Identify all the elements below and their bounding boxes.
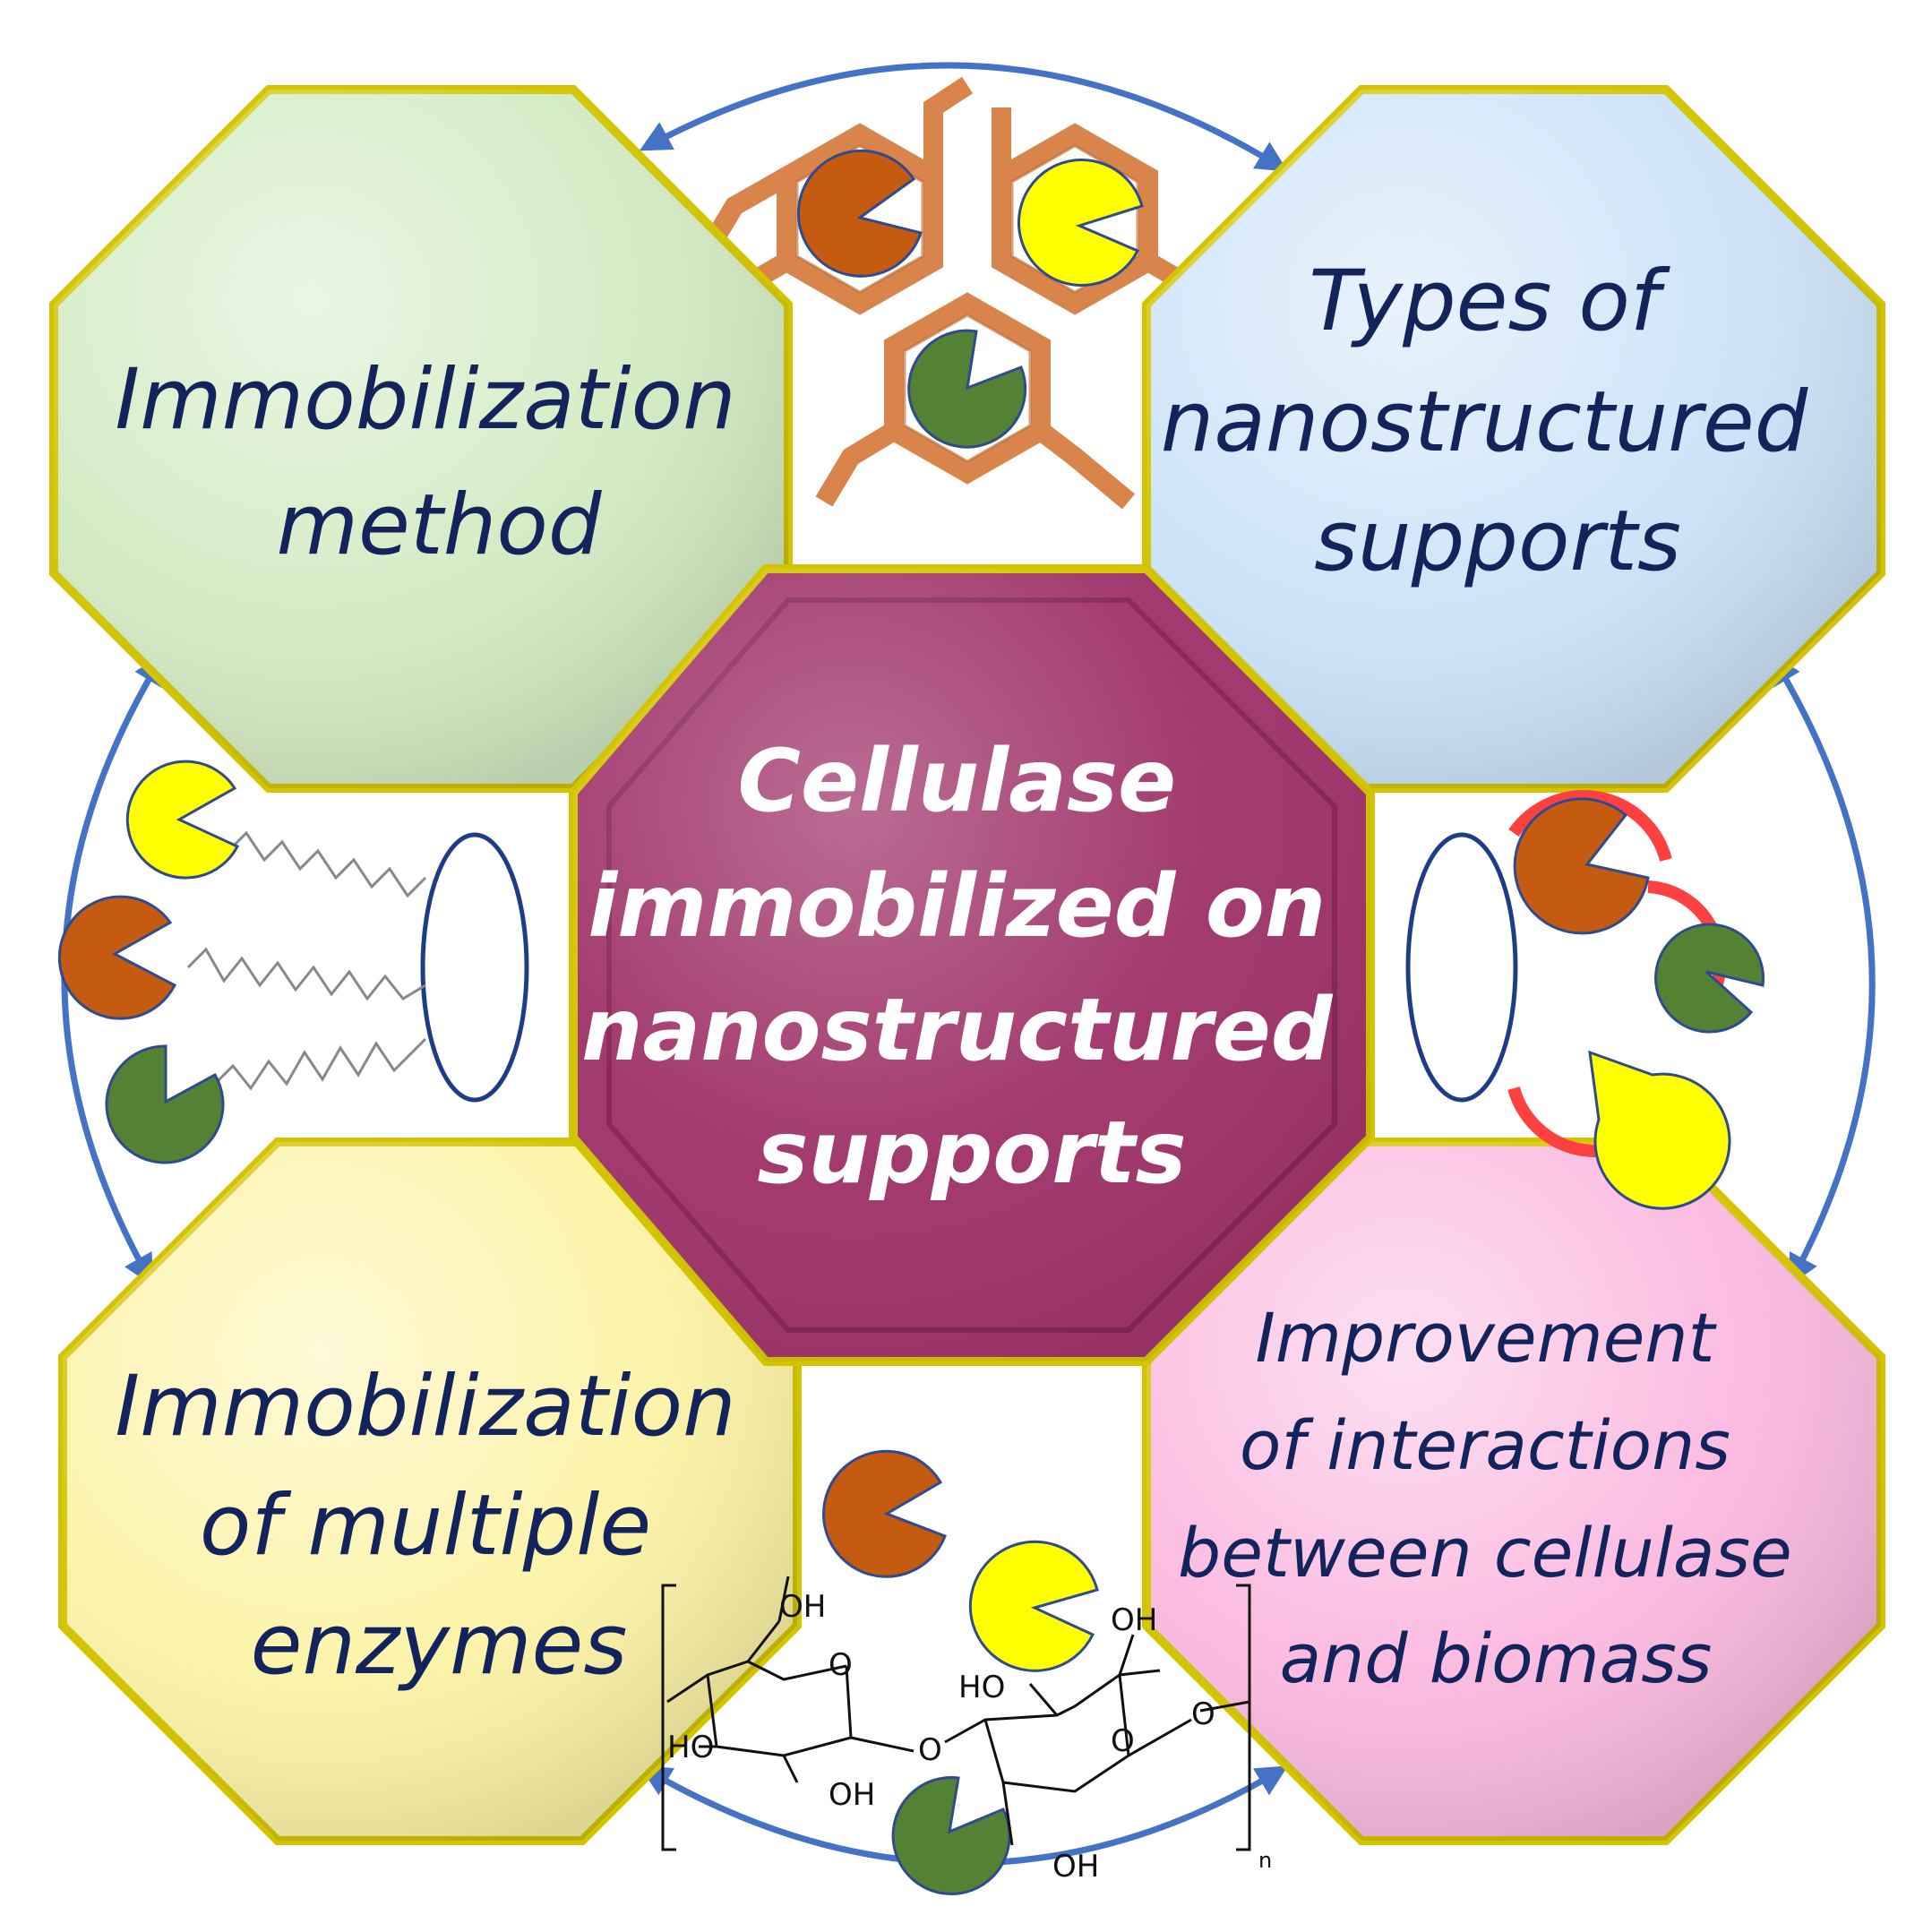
bound-enzyme-yellow-icon	[1588, 1050, 1731, 1210]
tethered-enzymes-illustration	[57, 760, 529, 1164]
center-label-line4: supports	[757, 1103, 1186, 1203]
svg-text:Immobilization of multip: Immobilization of multiple enzymes	[115, 1358, 762, 1694]
interaction-arc-top	[1508, 790, 1672, 862]
label-types-line1: Types of	[1309, 253, 1670, 350]
bound-enzyme-orange-icon	[1513, 797, 1650, 935]
octagon-improvement-interactions: Improvement of interactions between cell…	[1142, 1138, 1885, 1845]
label-multiple-line2: of multiple	[200, 1477, 651, 1575]
chem-oh-top-right: OH	[1111, 1602, 1157, 1638]
chem-ring-o-2: O	[1111, 1723, 1135, 1759]
center-label-line3: nanostructured	[581, 980, 1334, 1080]
free-enzymes	[822, 1449, 1099, 1896]
octagon-multiple-enzymes: Immobilization of multiple enzymes	[58, 1138, 802, 1845]
chem-oh-ch2: OH	[1052, 1849, 1099, 1885]
chem-bridge-o: O	[918, 1732, 942, 1768]
label-multiple-line1: Immobilization	[115, 1358, 735, 1455]
chem-ring-o-1: O	[829, 1647, 853, 1683]
label-immobilization-method-line1: Immobilization	[115, 351, 735, 449]
label-improvement-line4: and biomass	[1280, 1619, 1713, 1698]
bracket-left	[661, 1584, 676, 1851]
enzyme-green-icon	[907, 329, 1027, 449]
svg-text:Improvement of interacti: Improvement of interactions between cell…	[1178, 1298, 1814, 1698]
arrow-right	[1770, 653, 1876, 1287]
linker-middle	[186, 947, 426, 1001]
chem-oh-top-left: OH	[779, 1589, 826, 1625]
label-multiple-line3: enzymes	[251, 1596, 628, 1694]
cellulose-structure: OH OH HO HO OH OH O O O O n	[661, 1576, 1272, 1885]
center-label-line2: immobilized on	[588, 856, 1326, 957]
label-improvement-line2: of interactions	[1240, 1405, 1730, 1485]
chem-oh-bottom: OH	[829, 1777, 875, 1813]
enzyme-yellow-icon	[1017, 159, 1144, 287]
octagon-center-cellulase: Cellulase immobilized on nanostructured …	[569, 564, 1375, 1366]
support-particle-left	[420, 832, 529, 1103]
chem-repeat-n: n	[1258, 1848, 1272, 1873]
honeycomb-enzymes	[796, 149, 1144, 449]
tethered-enzyme-green-icon	[105, 1044, 225, 1164]
interacting-enzymes-illustration	[1405, 790, 1765, 1210]
chem-end-o: O	[1191, 1696, 1215, 1732]
label-improvement-line1: Improvement	[1255, 1298, 1717, 1378]
tethered-enzyme-yellow-icon	[125, 760, 240, 880]
linker-top	[227, 830, 427, 898]
label-immobilization-method-line2: method	[276, 477, 602, 574]
svg-text:Immobilization method: Immobilization method	[115, 351, 762, 574]
free-enzyme-orange-icon	[822, 1449, 947, 1578]
label-improvement-line3: between cellulase	[1178, 1513, 1792, 1593]
chem-ho-mid: HO	[958, 1670, 1005, 1705]
chem-ho-left: HO	[667, 1730, 714, 1765]
support-particle-right	[1405, 832, 1518, 1103]
honeycomb-support	[699, 76, 1210, 510]
arrow-top	[639, 62, 1288, 172]
svg-text:Types of nanostructured: Types of nanostructured supports	[1161, 253, 1834, 590]
center-label-line1: Cellulase	[737, 731, 1176, 831]
svg-text:Cellulase immobilized on: Cellulase immobilized on nanostructured …	[581, 731, 1362, 1203]
free-enzyme-green-icon	[891, 1776, 1011, 1896]
enzyme-orange-icon	[796, 149, 923, 278]
label-types-line2: nanostructured	[1161, 374, 1809, 471]
octagon-immobilization-method: Immobilization method	[49, 85, 793, 793]
tethered-enzyme-orange-icon	[57, 895, 177, 1020]
label-types-line3: supports	[1314, 493, 1681, 590]
linker-bottom	[213, 1037, 427, 1091]
bound-enzyme-green-icon	[1654, 923, 1765, 1034]
bracket-right	[1236, 1584, 1251, 1851]
octagon-types-of-supports: Types of nanostructured supports	[1142, 85, 1885, 793]
free-enzyme-yellow-icon	[968, 1540, 1099, 1672]
